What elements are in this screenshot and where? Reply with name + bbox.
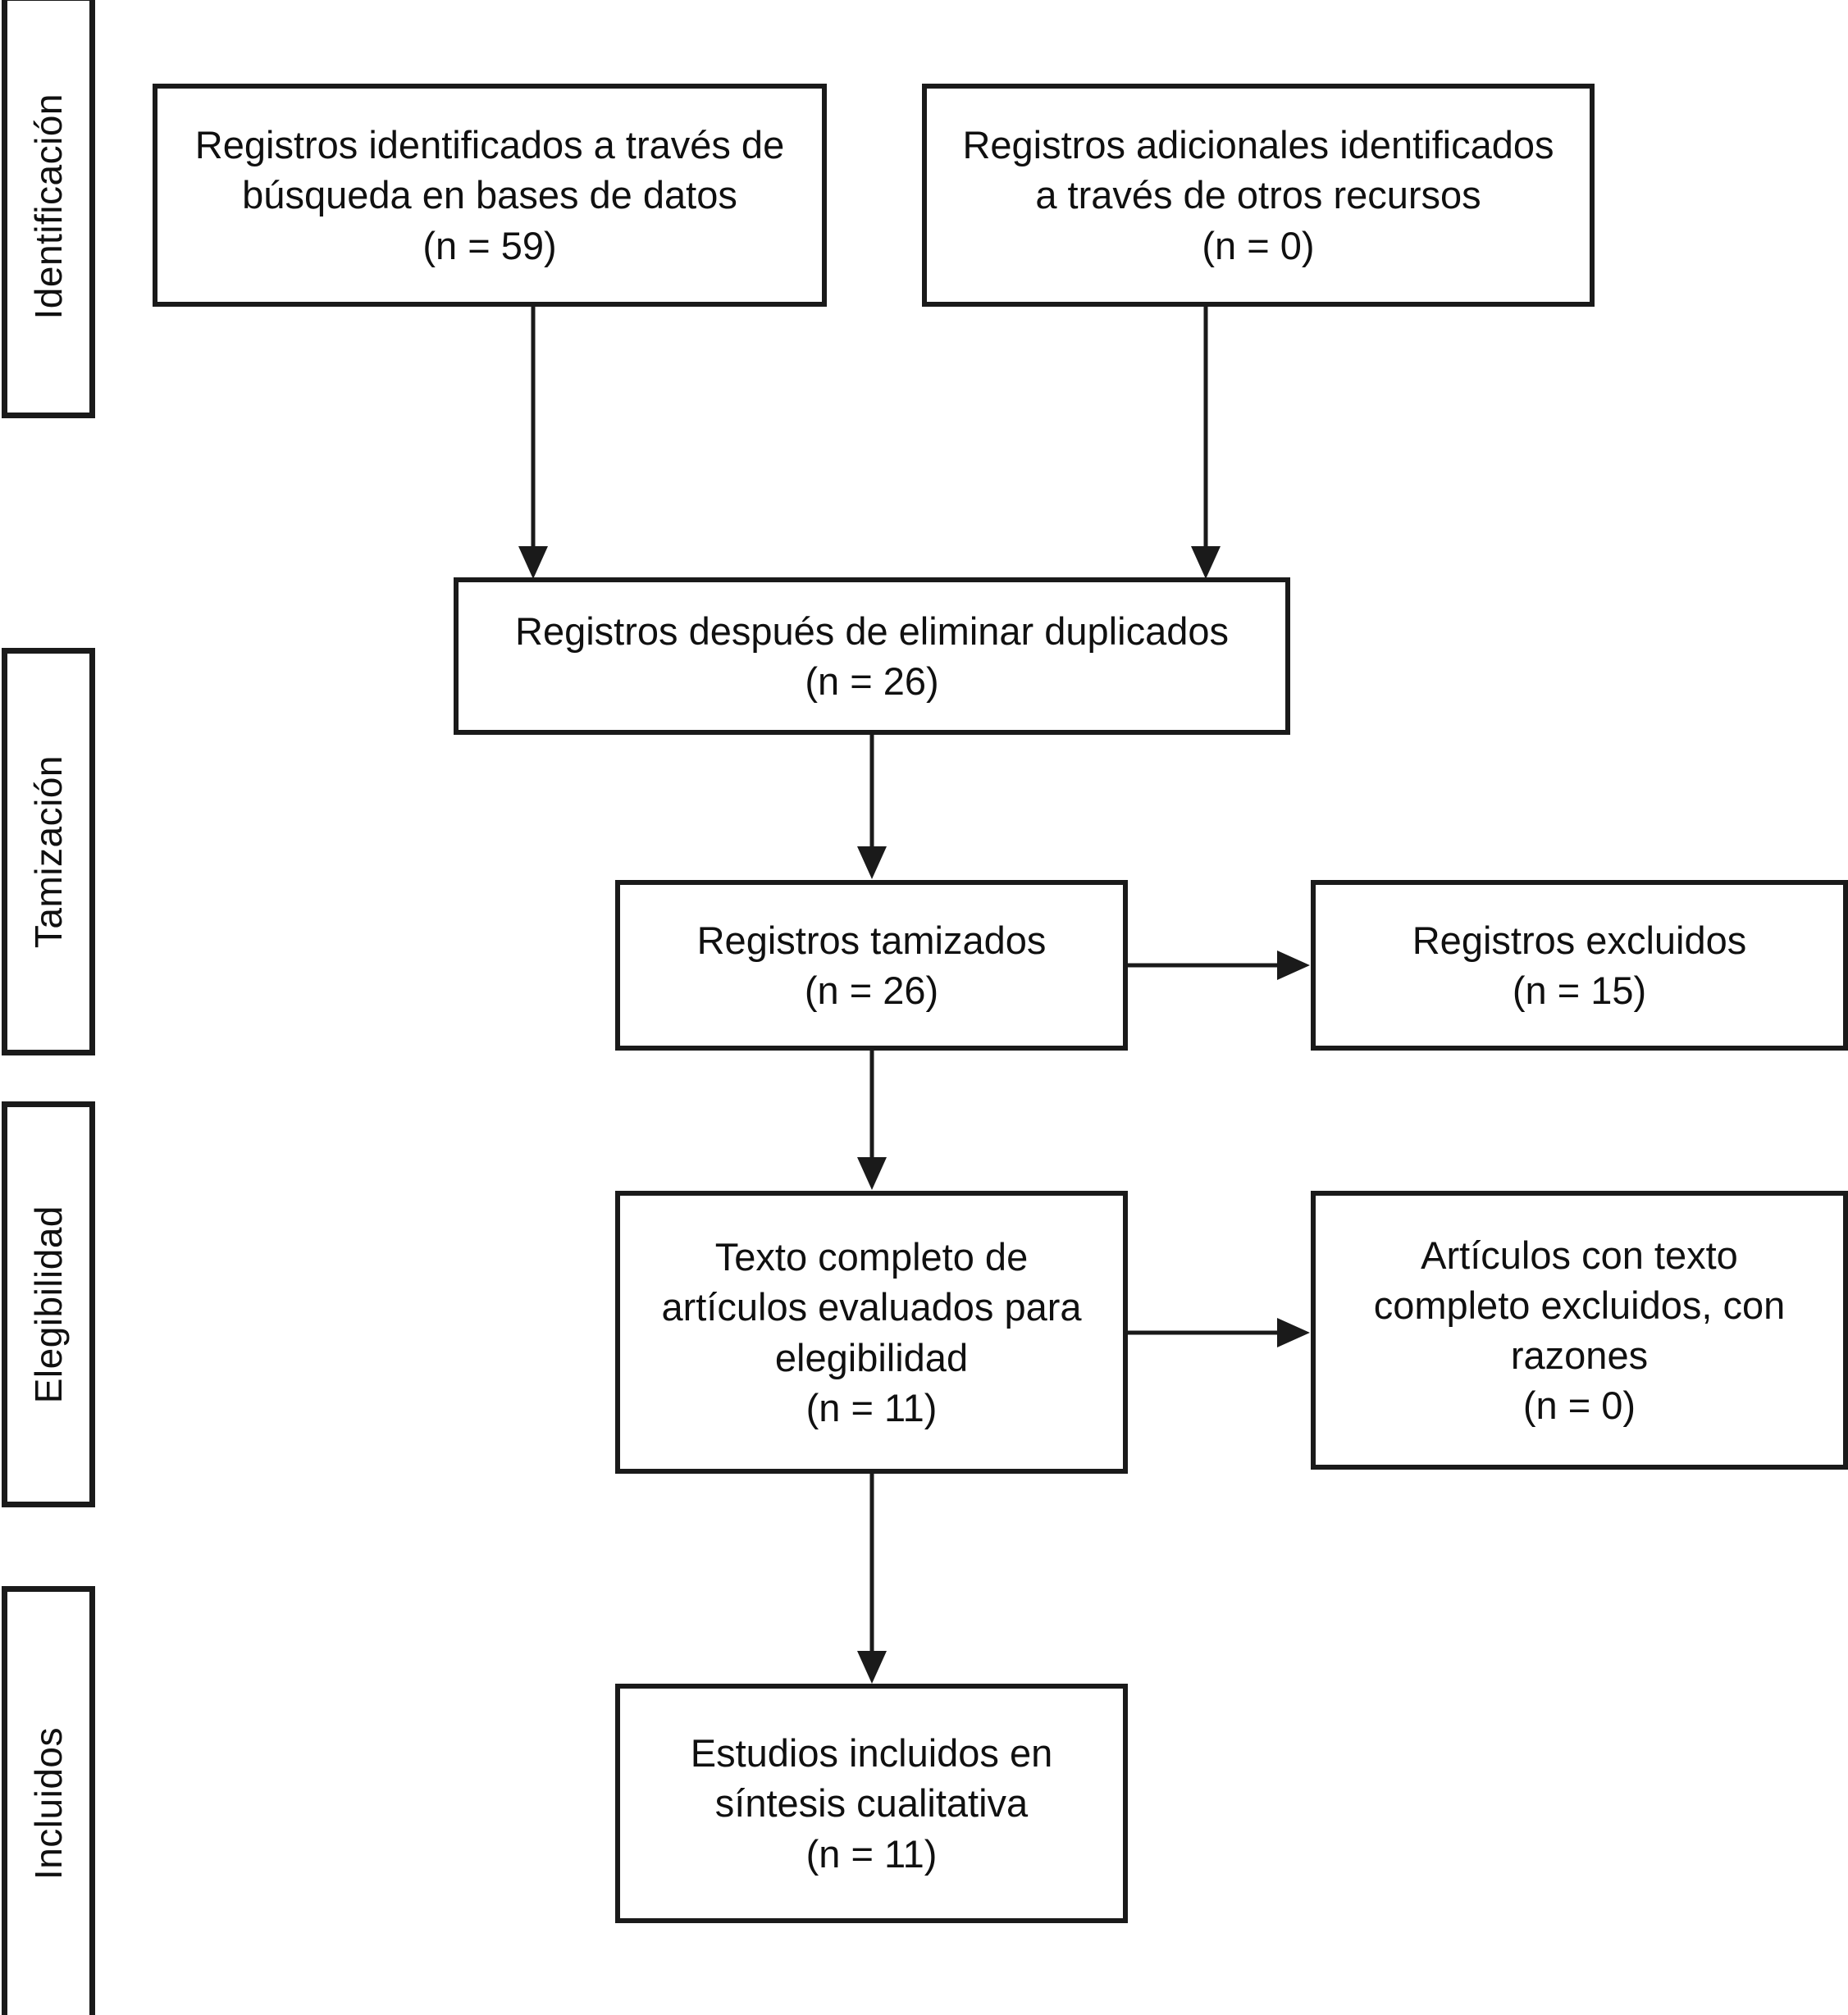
box-records-identified-other-sources-text: Registros adicionales identificados a tr… bbox=[962, 123, 1554, 267]
box-records-excluded-text: Registros excluidos (n = 15) bbox=[1412, 918, 1747, 1012]
box-records-excluded: Registros excluidos (n = 15) bbox=[1311, 880, 1848, 1051]
arrow-other-sources-to-duplicates bbox=[1191, 307, 1221, 579]
stage-box-elegibilidad: Elegibilidad bbox=[2, 1101, 95, 1507]
box-records-after-duplicates-text: Registros después de eliminar duplicados… bbox=[515, 609, 1229, 703]
stage-box-tamizacion: Tamización bbox=[2, 648, 95, 1055]
box-fulltext-excluded: Artículos con texto completo excluidos, … bbox=[1311, 1191, 1848, 1470]
arrow-duplicates-to-screened bbox=[857, 735, 887, 879]
box-records-identified-databases-text: Registros identificados a través de búsq… bbox=[194, 123, 785, 267]
arrow-fulltext-to-fulltext-excluded bbox=[1128, 1318, 1310, 1347]
box-records-screened: Registros tamizados (n = 26) bbox=[615, 880, 1128, 1051]
box-fulltext-excluded-text: Artículos con texto completo excluidos, … bbox=[1373, 1233, 1786, 1428]
box-records-screened-text: Registros tamizados (n = 26) bbox=[696, 918, 1047, 1012]
stage-label-incluidos: Incluidos bbox=[27, 1726, 70, 1881]
stage-label-tamizacion: Tamización bbox=[27, 754, 70, 949]
box-fulltext-assessed-text: Texto completo de artículos evaluados pa… bbox=[661, 1235, 1082, 1429]
box-studies-included-text: Estudios incluidos en síntesis cualitati… bbox=[690, 1731, 1053, 1876]
box-fulltext-assessed: Texto completo de artículos evaluados pa… bbox=[615, 1191, 1128, 1474]
box-studies-included: Estudios incluidos en síntesis cualitati… bbox=[615, 1684, 1128, 1923]
box-records-identified-other-sources: Registros adicionales identificados a tr… bbox=[922, 84, 1595, 307]
arrow-screened-to-fulltext bbox=[857, 1051, 887, 1190]
stage-label-elegibilidad: Elegibilidad bbox=[27, 1205, 70, 1404]
box-records-identified-databases: Registros identificados a través de búsq… bbox=[153, 84, 827, 307]
box-records-after-duplicates: Registros después de eliminar duplicados… bbox=[454, 577, 1290, 735]
arrow-screened-to-excluded bbox=[1128, 951, 1310, 980]
arrow-databases-to-duplicates bbox=[518, 307, 548, 579]
stage-box-incluidos: Incluidos bbox=[2, 1586, 95, 2015]
arrow-fulltext-to-included bbox=[857, 1474, 887, 1684]
stage-box-identificacion: Identificación bbox=[2, 0, 95, 418]
stage-label-identificacion: Identificación bbox=[27, 93, 70, 320]
